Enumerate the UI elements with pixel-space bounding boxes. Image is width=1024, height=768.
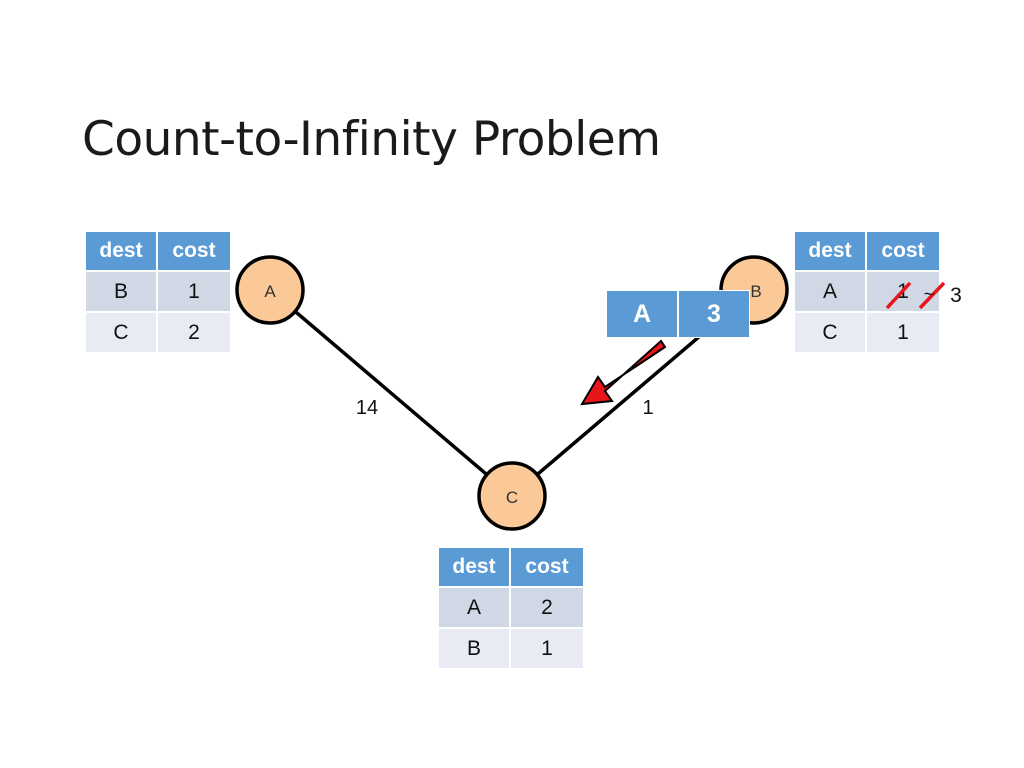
node-c-label: C — [506, 488, 518, 507]
edge-a-c-cost: 14 — [356, 397, 378, 419]
cost-cell: 1 — [865, 270, 941, 313]
slide-title: Count-to-Infinity Problem — [82, 112, 661, 167]
edge-b-c-cost: 1 — [642, 397, 653, 419]
table-row: C 2 — [84, 311, 232, 354]
cost-cell: 1 — [156, 270, 232, 313]
route-advertisement-message: A 3 — [606, 290, 750, 338]
cost-header: cost — [865, 230, 941, 272]
routing-table-a: dest cost B 1 C 2 — [84, 230, 232, 354]
dest-cell: B — [437, 627, 511, 670]
cost-cell: 2 — [156, 311, 232, 354]
dest-cell: C — [793, 311, 867, 354]
table-header-row: dest cost — [437, 546, 585, 588]
cost-cell: 2 — [509, 586, 585, 629]
node-c[interactable]: C — [477, 461, 547, 531]
dest-cell: A — [437, 586, 511, 629]
node-b-label: B — [750, 282, 761, 301]
cost-cell: 1 — [509, 627, 585, 670]
dest-header: dest — [84, 230, 158, 272]
old-cost-value: 1 — [897, 279, 909, 303]
table-row: A 1 — [793, 270, 941, 313]
cost-cell: 1 — [865, 311, 941, 354]
cost-header: cost — [509, 546, 585, 588]
message-cost: 3 — [677, 291, 749, 337]
dest-cell: A — [793, 270, 867, 313]
dest-cell: B — [84, 270, 158, 313]
table-row: B 1 — [84, 270, 232, 313]
cost-header: cost — [156, 230, 232, 272]
table-row: A 2 — [437, 586, 585, 629]
table-row: C 1 — [793, 311, 941, 354]
routing-table-c: dest cost A 2 B 1 — [437, 546, 585, 670]
table-row: B 1 — [437, 627, 585, 670]
node-a-label: A — [264, 282, 276, 301]
node-a[interactable]: A — [235, 255, 305, 325]
routing-table-b: dest cost A 1 C 1 — [793, 230, 941, 354]
edge-a-c — [268, 288, 514, 498]
dest-cell: C — [84, 311, 158, 354]
message-dest: A — [607, 291, 677, 337]
dest-header: dest — [793, 230, 867, 272]
dest-header: dest — [437, 546, 511, 588]
table-header-row: dest cost — [84, 230, 232, 272]
table-header-row: dest cost — [793, 230, 941, 272]
